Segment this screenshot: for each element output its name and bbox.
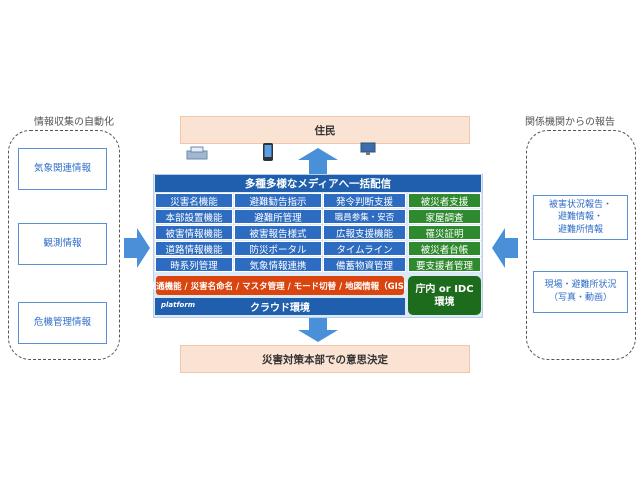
up-arrow-icon — [298, 148, 338, 174]
report-line: 被害状況報告・ — [548, 199, 612, 210]
onprem-line: 庁内 or IDC — [415, 283, 474, 295]
support-cell: 被災者支援 — [408, 193, 481, 208]
broadcast-header: 多種多様なメディアへ一括配信 — [155, 175, 481, 192]
function-cell: 災害名機能 — [155, 193, 233, 208]
function-cell: 備蓄物資管理 — [323, 257, 406, 272]
source-box-weather: 気象関連情報 — [18, 148, 107, 190]
function-cell: タイムライン — [323, 241, 406, 256]
function-cell: 避難所管理 — [234, 209, 322, 224]
support-cell: 罹災証明 — [408, 225, 481, 240]
onprem-line: 環境 — [434, 296, 455, 308]
report-line: 現場・避難所状況 — [544, 280, 617, 291]
platform-logo: platform — [161, 301, 196, 309]
cloud-environment-bar: platform クラウド環境 — [155, 298, 405, 315]
function-cell: 発令判断支援 — [323, 193, 406, 208]
source-box-observation: 観測情報 — [18, 223, 107, 265]
function-cell: 時系列管理 — [155, 257, 233, 272]
function-cell: 道路情報機能 — [155, 241, 233, 256]
report-line: 避難情報・ — [557, 212, 603, 223]
fax-icon — [186, 146, 208, 160]
function-cell: 職員参集・安否 — [323, 209, 406, 224]
function-cell: 本部設置機能 — [155, 209, 233, 224]
report-box-site: 現場・避難所状況 （写真・動画） — [533, 271, 628, 313]
monitor-icon — [360, 142, 376, 155]
function-cell: 防災ポータル — [234, 241, 322, 256]
report-line: （写真・動画） — [548, 293, 612, 303]
common-functions-bar: 共通機能 / 災害名命名 / マスタ管理 / モード切替 / 地図情報（GIS） — [148, 276, 412, 295]
decision-bar: 災害対策本部での意思決定 — [180, 345, 470, 373]
right-arrow-icon — [124, 228, 150, 268]
function-cell: 気象情報連携 — [234, 257, 322, 272]
cloud-label: クラウド環境 — [250, 303, 310, 314]
report-box-damage: 被害状況報告・ 避難情報・ 避難所情報 — [533, 195, 628, 240]
support-cell: 家屋調査 — [408, 209, 481, 224]
residents-bar: 住民 — [180, 116, 470, 144]
function-cell: 被害情報機能 — [155, 225, 233, 240]
right-frame — [526, 130, 636, 360]
support-cell: 被災者台帳 — [408, 241, 481, 256]
report-line: 避難所情報 — [557, 224, 603, 235]
onprem-environment-box: 庁内 or IDC 環境 — [408, 276, 481, 315]
source-box-crisis: 危機管理情報 — [18, 302, 107, 344]
function-cell: 広報支援機能 — [323, 225, 406, 240]
left-caption: 情報収集の自動化 — [34, 117, 114, 128]
function-cell: 被害報告様式 — [234, 225, 322, 240]
support-cell: 要支援者管理 — [408, 257, 481, 272]
down-arrow-icon — [298, 318, 338, 342]
function-cell: 避難勧告指示 — [234, 193, 322, 208]
left-arrow-icon — [492, 228, 518, 268]
smartphone-icon — [263, 143, 273, 161]
right-caption: 関係機関からの報告 — [525, 117, 615, 128]
